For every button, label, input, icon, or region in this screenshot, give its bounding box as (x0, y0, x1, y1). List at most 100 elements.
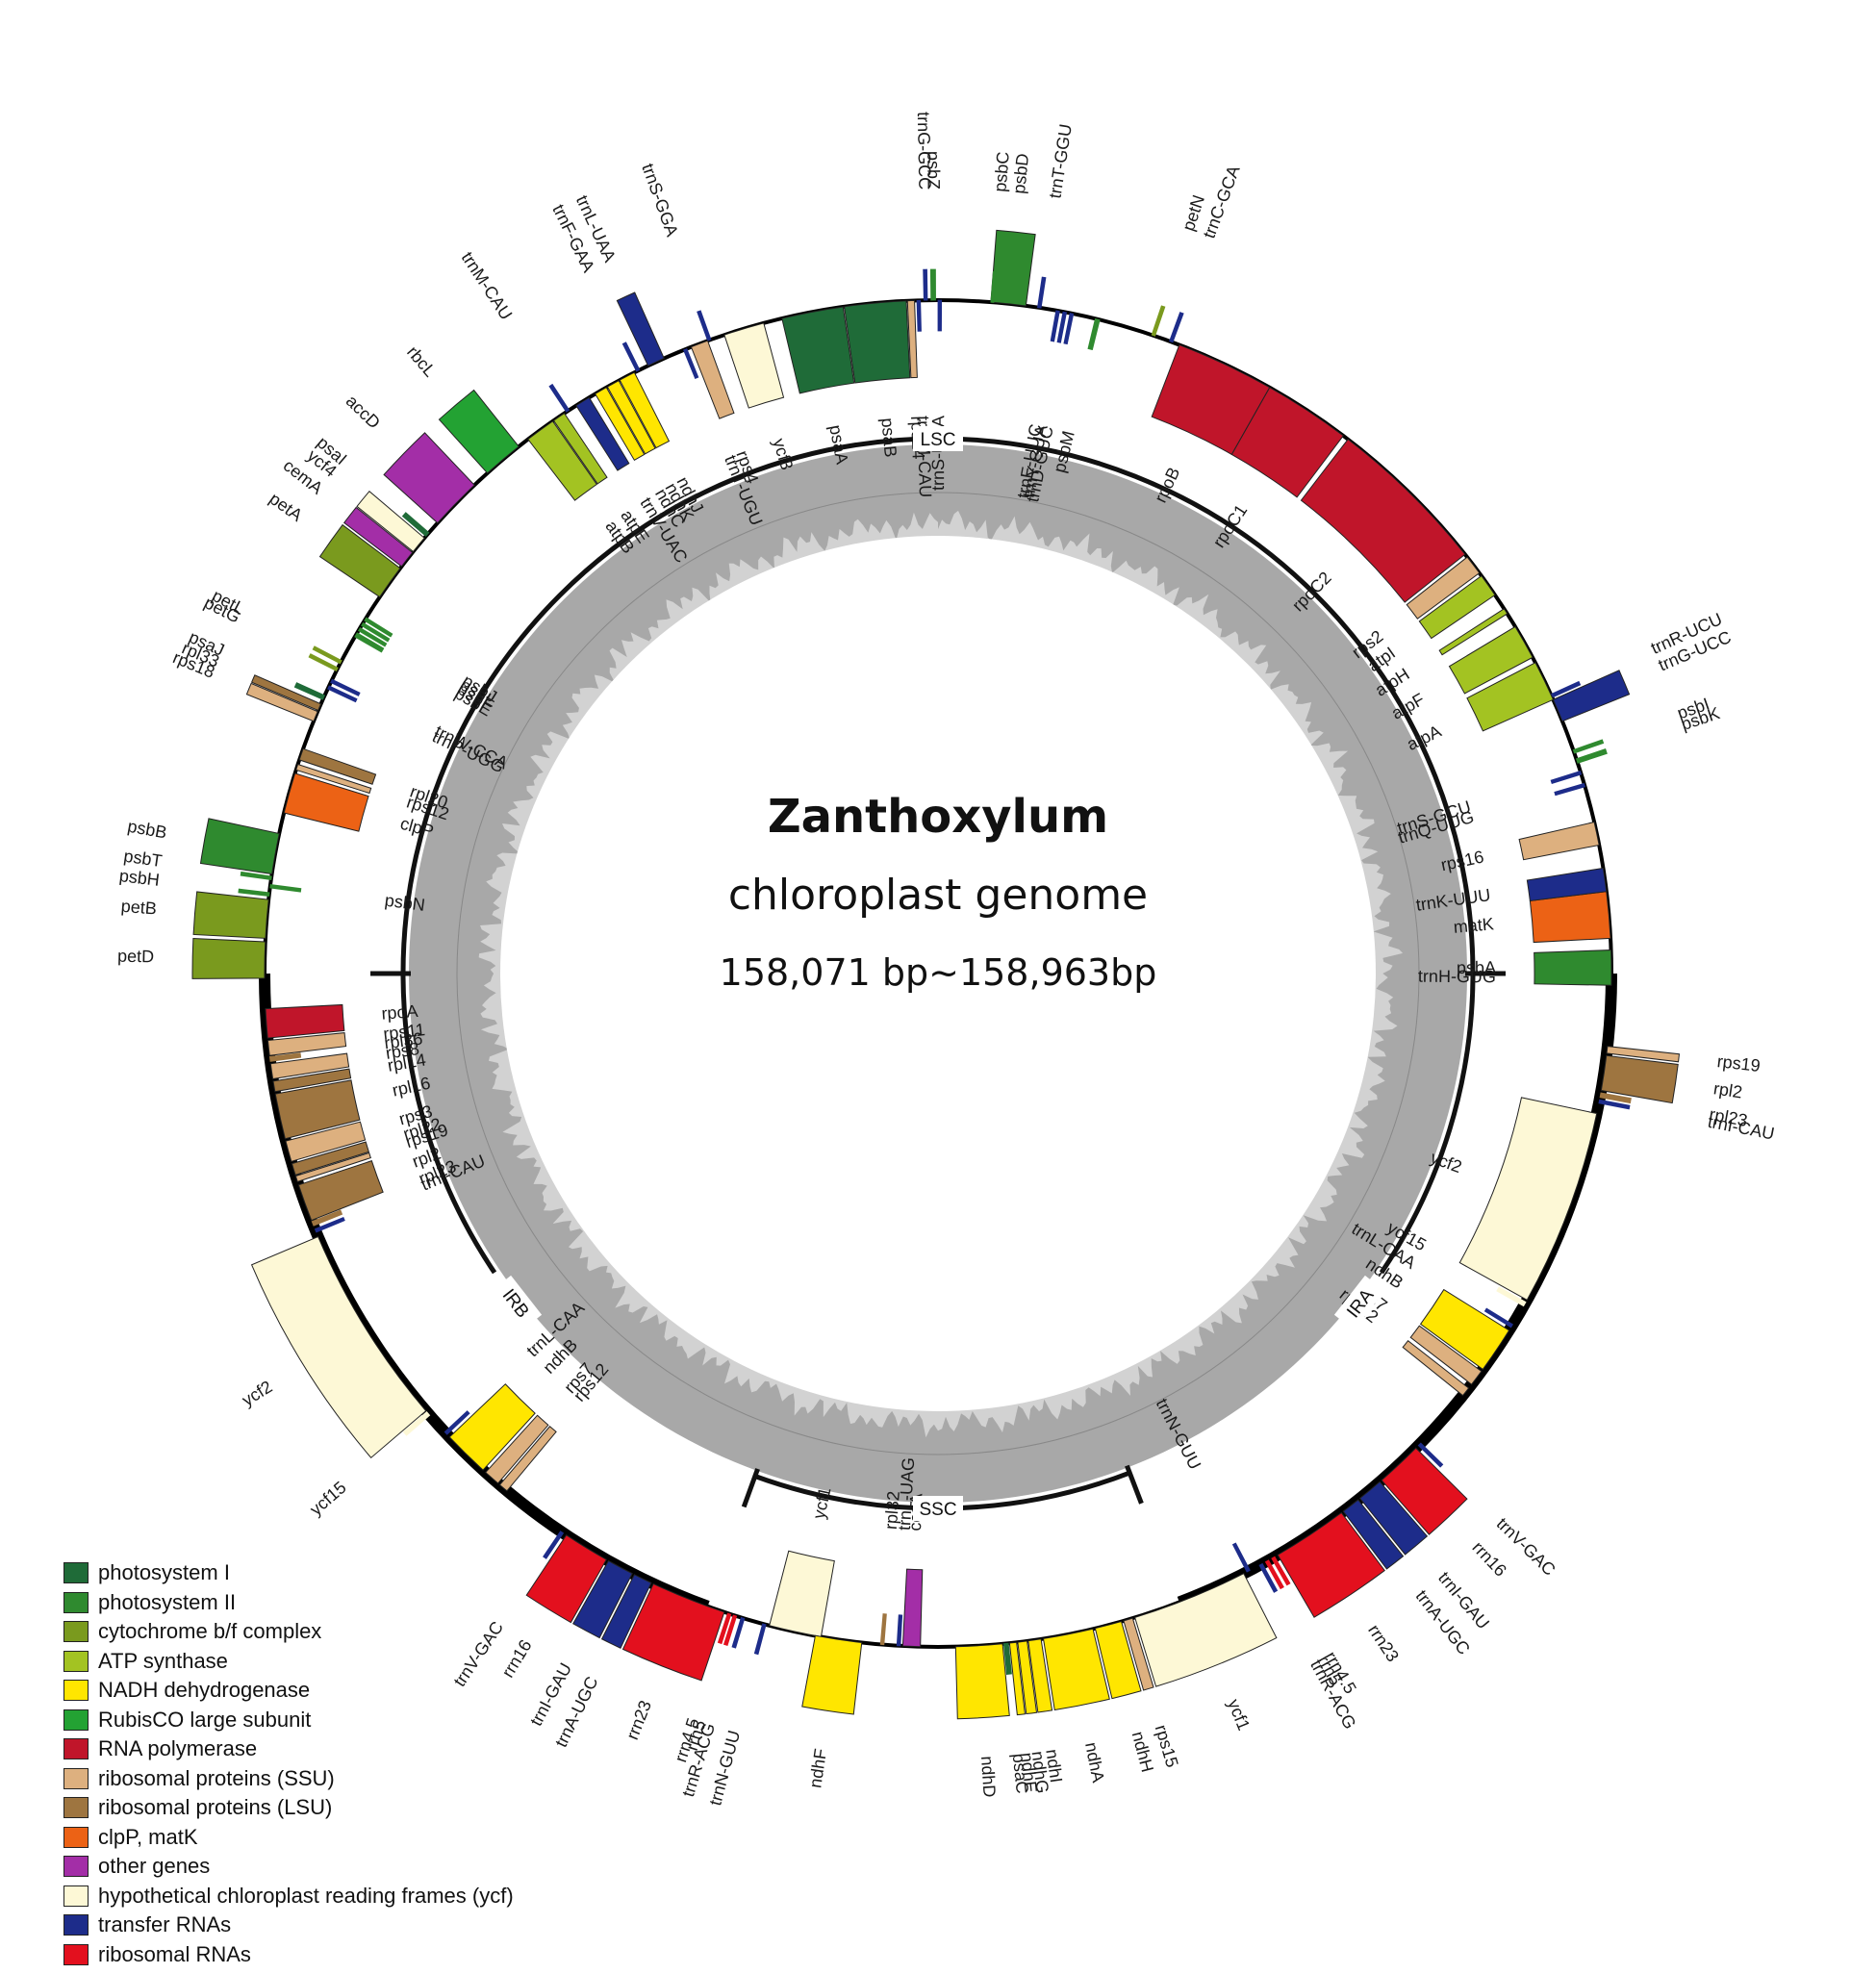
gene-trnt-ggu (1037, 276, 1047, 309)
gene-rps7 (485, 1414, 549, 1484)
gene-matk (1529, 891, 1611, 944)
gene-psbh (238, 888, 270, 897)
gene-rps12 (295, 763, 372, 795)
legend-label: ribosomal proteins (LSU) (98, 1795, 333, 1820)
gene-rps8 (269, 1052, 350, 1080)
legend-label: photosystem II (98, 1589, 237, 1614)
gene-ndha (1042, 1628, 1110, 1711)
gene-psbd (990, 229, 1036, 307)
legend-item: NADH dehydrogenase (63, 1676, 641, 1706)
gene-trni-gau (572, 1559, 633, 1639)
gene-label-accd: accD (342, 392, 384, 433)
gene-petd (191, 937, 266, 979)
gene-rps19 (1606, 1046, 1681, 1063)
gene-trnr-acg (1258, 1562, 1279, 1593)
legend-label: cytochrome b/f complex (98, 1619, 322, 1644)
gene-trnn-guu (753, 1623, 767, 1656)
gene-trnk-uuu (1526, 867, 1608, 901)
gene-ndhk (606, 379, 656, 455)
gene-petn (1151, 305, 1166, 337)
gene-trni-cau (314, 1216, 345, 1233)
gene-rps14 (906, 299, 918, 379)
legend-item: photosystem II (63, 1588, 641, 1618)
gene-rrn16 (1381, 1447, 1468, 1535)
gene-trnc-gca (1169, 312, 1184, 343)
gene-rps15 (1123, 1617, 1154, 1691)
gene-psaj (293, 682, 326, 700)
gene-rpl23 (311, 1209, 343, 1227)
gene-rps3 (285, 1121, 367, 1162)
region-label-lsc: LSC (913, 426, 963, 451)
legend-label: ribosomal RNAs (98, 1941, 251, 1966)
gene-trnv-uac (575, 396, 630, 471)
legend-swatch (63, 1650, 89, 1672)
gene-clpp (283, 772, 369, 832)
region-label-bg (913, 1496, 963, 1521)
gene-psbf (357, 626, 388, 647)
legend-swatch (63, 1797, 89, 1819)
gene-label-psbz: psbZ (924, 151, 943, 190)
gene-label-ndhe: ndhE (1017, 1752, 1041, 1794)
region-label-text: SSC (919, 1500, 956, 1520)
gene-rpl23 (1599, 1092, 1632, 1104)
legend-label: RubisCO large subunit (98, 1707, 312, 1732)
gene-label-trnm-cau: trnM-CAU (458, 248, 517, 323)
legend-item: hypothetical chloroplast reading frames … (63, 1882, 641, 1911)
gene-rpoc2 (1300, 438, 1466, 603)
legend-item: RubisCO large subunit (63, 1706, 641, 1735)
gene-label-petb: petB (120, 897, 158, 919)
title-sub: chloroplast genome (728, 871, 1148, 920)
gene-rps11 (266, 1032, 347, 1056)
gene-ycf4 (356, 491, 425, 553)
legend-item: photosystem I (63, 1558, 641, 1588)
gene-psbn (269, 883, 302, 893)
gene-psbb (199, 818, 280, 875)
legend-item: clpP, matK (63, 1823, 641, 1853)
gene-psaa (781, 306, 855, 394)
gene-trnm-cau (548, 383, 570, 413)
gene-trnl-uaa (616, 291, 665, 367)
gene-psbi (1572, 739, 1605, 754)
gene-petb (192, 891, 269, 939)
legend-label: NADH dehydrogenase (98, 1678, 311, 1703)
gene-ccsa (901, 1568, 924, 1648)
gene-psbj (364, 617, 393, 638)
gene-ycf1 (1134, 1573, 1278, 1687)
gene-trnr-acg (731, 1616, 746, 1649)
gene-rrn23 (1277, 1511, 1385, 1618)
legend-item: other genes (63, 1852, 641, 1882)
gene-rps12 (1402, 1340, 1470, 1397)
gene-psbk (1575, 748, 1608, 764)
gene-atpb (527, 420, 597, 501)
gene-rrn4.5 (1271, 1556, 1291, 1586)
legend-label: RNA polymerase (98, 1736, 258, 1761)
gene-label-rps19: rps19 (1716, 1051, 1762, 1076)
gene-label-rbcl: rbcL (403, 342, 440, 381)
gene-ndhe (1008, 1641, 1026, 1716)
boundary-tick-3 (741, 1468, 760, 1508)
gene-ycf2 (1458, 1097, 1598, 1302)
gene-label-peta: petA (266, 489, 306, 525)
boundary-tick-2 (1125, 1464, 1144, 1505)
gene-label-psbc: psbC (991, 151, 1013, 193)
region-label-bg (491, 1275, 543, 1330)
gene-label-ndha: ndhA (1081, 1740, 1108, 1784)
gene-rrn23 (621, 1582, 725, 1682)
gene-trng-gcc (923, 268, 928, 301)
gene-rpl33 (250, 674, 322, 712)
gene-trnl-caa (1483, 1307, 1514, 1329)
gene-ndhf (801, 1634, 863, 1715)
gene-petg (308, 653, 339, 672)
gc-ring-inner (500, 536, 1376, 1411)
gene-rpl36 (268, 1052, 302, 1062)
gene-psbc (990, 270, 998, 303)
genome-title: Zanthoxylum chloroplast genome 158,071 b… (720, 790, 1157, 994)
gene-label-petd: petD (117, 947, 154, 967)
gene-label-ndhi: ndhI (1042, 1748, 1066, 1784)
gene-ycf3 (723, 322, 785, 409)
gene-psab (844, 300, 911, 384)
legend-item: ribosomal proteins (SSU) (63, 1764, 641, 1794)
gene-ycf15 (1496, 1286, 1527, 1307)
gene-trns-uga (937, 299, 943, 332)
gene-rps2 (1406, 556, 1481, 620)
